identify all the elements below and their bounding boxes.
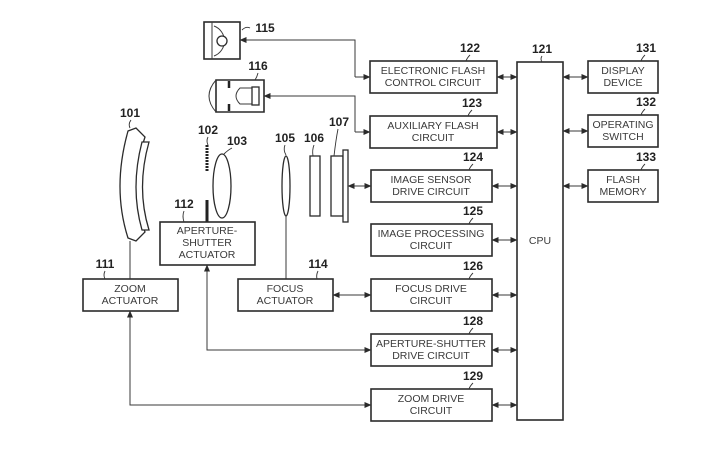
circuit-123-ref: 123 <box>462 96 482 110</box>
optical-filter-106: 106 <box>304 131 324 217</box>
circuit-129-line2: CIRCUIT <box>410 405 453 417</box>
circuit-128: APERTURE-SHUTTER DRIVE CIRCUIT 128 <box>370 314 493 367</box>
circuit-129-line1: ZOOM DRIVE <box>398 393 465 405</box>
aperture-actuator-line2: SHUTTER <box>182 237 232 249</box>
cpu-label: CPU <box>529 235 551 247</box>
circuit-122-line2: CONTROL CIRCUIT <box>385 77 482 89</box>
circuit-123-line1: AUXILIARY FLASH <box>387 120 478 132</box>
peripheral-132: OPERATING SWITCH 132 <box>587 95 659 148</box>
circuit-129-ref: 129 <box>463 369 483 383</box>
aux-flash-line <box>263 93 356 132</box>
circuit-125-line2: CIRCUIT <box>410 240 453 252</box>
peripheral-132-line1: OPERATING <box>592 119 653 131</box>
peripheral-131-line1: DISPLAY <box>601 65 645 77</box>
lens-group-101: 101 <box>119 106 150 281</box>
circuit-125-line1: IMAGE PROCESSING <box>378 228 485 240</box>
image-sensor-107: 107 <box>329 115 349 223</box>
peripheral-131-line2: DEVICE <box>603 77 642 89</box>
electronic-flash-ref: 115 <box>255 21 275 35</box>
lens-group-101-ref: 101 <box>120 106 140 120</box>
circuit-123: AUXILIARY FLASH CIRCUIT 123 <box>369 96 498 149</box>
peripheral-133: FLASH MEMORY 133 <box>587 150 659 203</box>
circuit-124-line1: IMAGE SENSOR <box>390 174 472 186</box>
image-sensor-ref: 107 <box>329 115 349 129</box>
aperture-actuator-line1: APERTURE- <box>177 225 238 237</box>
peripheral-133-line1: FLASH <box>606 174 640 186</box>
peripheral-132-ref: 132 <box>636 95 656 109</box>
optical-filter-ref: 106 <box>304 131 324 145</box>
circuit-125-ref: 125 <box>463 204 483 218</box>
zoom-actuator-line2: ACTUATOR <box>102 295 159 307</box>
flash-control-line <box>239 37 356 77</box>
focus-actuator-line2: ACTUATOR <box>257 295 314 307</box>
peripheral-131-ref: 131 <box>636 41 656 55</box>
focus-lens-ref: 105 <box>275 131 295 145</box>
peripheral-131: DISPLAY DEVICE 131 <box>587 41 659 94</box>
circuit-126-ref: 126 <box>463 259 483 273</box>
lens-103: 103 <box>212 134 247 219</box>
focus-lens-105: 105 <box>275 131 295 279</box>
circuit-126-line2: CIRCUIT <box>410 295 453 307</box>
peripheral-133-line2: MEMORY <box>599 186 646 198</box>
peripheral-133-ref: 133 <box>636 150 656 164</box>
circuit-128-line1: APERTURE-SHUTTER <box>376 338 486 350</box>
auxiliary-flash-116: 116 <box>208 59 268 113</box>
circuit-126-line1: FOCUS DRIVE <box>395 283 467 295</box>
aperture-actuator-112: APERTURE- SHUTTER 112 ACTUATOR <box>159 197 256 266</box>
circuit-126: FOCUS DRIVE CIRCUIT 126 <box>370 259 493 312</box>
circuit-123-line2: CIRCUIT <box>412 132 455 144</box>
cpu-block: CPU 121 <box>516 42 564 421</box>
circuit-124-line2: DRIVE CIRCUIT <box>392 186 470 198</box>
zoom-actuator-ref: 111 <box>96 257 115 271</box>
aperture-102-ref: 102 <box>198 123 218 137</box>
circuit-122: ELECTRONIC FLASH CONTROL CIRCUIT 122 <box>369 41 498 94</box>
circuit-122-ref: 122 <box>460 41 480 55</box>
aperture-shutter-102: 102 <box>198 123 218 222</box>
circuit-128-ref: 128 <box>463 314 483 328</box>
focus-actuator-line1: FOCUS <box>267 283 304 295</box>
zoom-drive-link <box>127 310 371 406</box>
lens-103-ref: 103 <box>227 134 247 148</box>
peripheral-132-line2: SWITCH <box>602 131 643 143</box>
zoom-actuator-line1: ZOOM <box>114 283 146 295</box>
cpu-bus-connections <box>491 74 589 408</box>
auxiliary-flash-ref: 116 <box>248 59 268 73</box>
circuit-122-line1: ELECTRONIC FLASH <box>381 65 485 77</box>
aperture-actuator-ref: 112 <box>174 197 194 211</box>
cpu-ref: 121 <box>532 42 552 56</box>
focus-actuator-ref: 114 <box>308 257 328 271</box>
aperture-actuator-line3: ACTUATOR <box>179 249 236 261</box>
circuit-124: IMAGE SENSOR DRIVE CIRCUIT 124 <box>370 150 493 203</box>
circuit-125: IMAGE PROCESSING CIRCUIT 125 <box>370 204 493 257</box>
circuit-128-line2: DRIVE CIRCUIT <box>392 350 470 362</box>
circuit-124-ref: 124 <box>463 150 483 164</box>
focus-actuator-114: FOCUS ACTUATOR 114 <box>237 257 334 312</box>
circuit-129: ZOOM DRIVE CIRCUIT 129 <box>370 369 493 422</box>
